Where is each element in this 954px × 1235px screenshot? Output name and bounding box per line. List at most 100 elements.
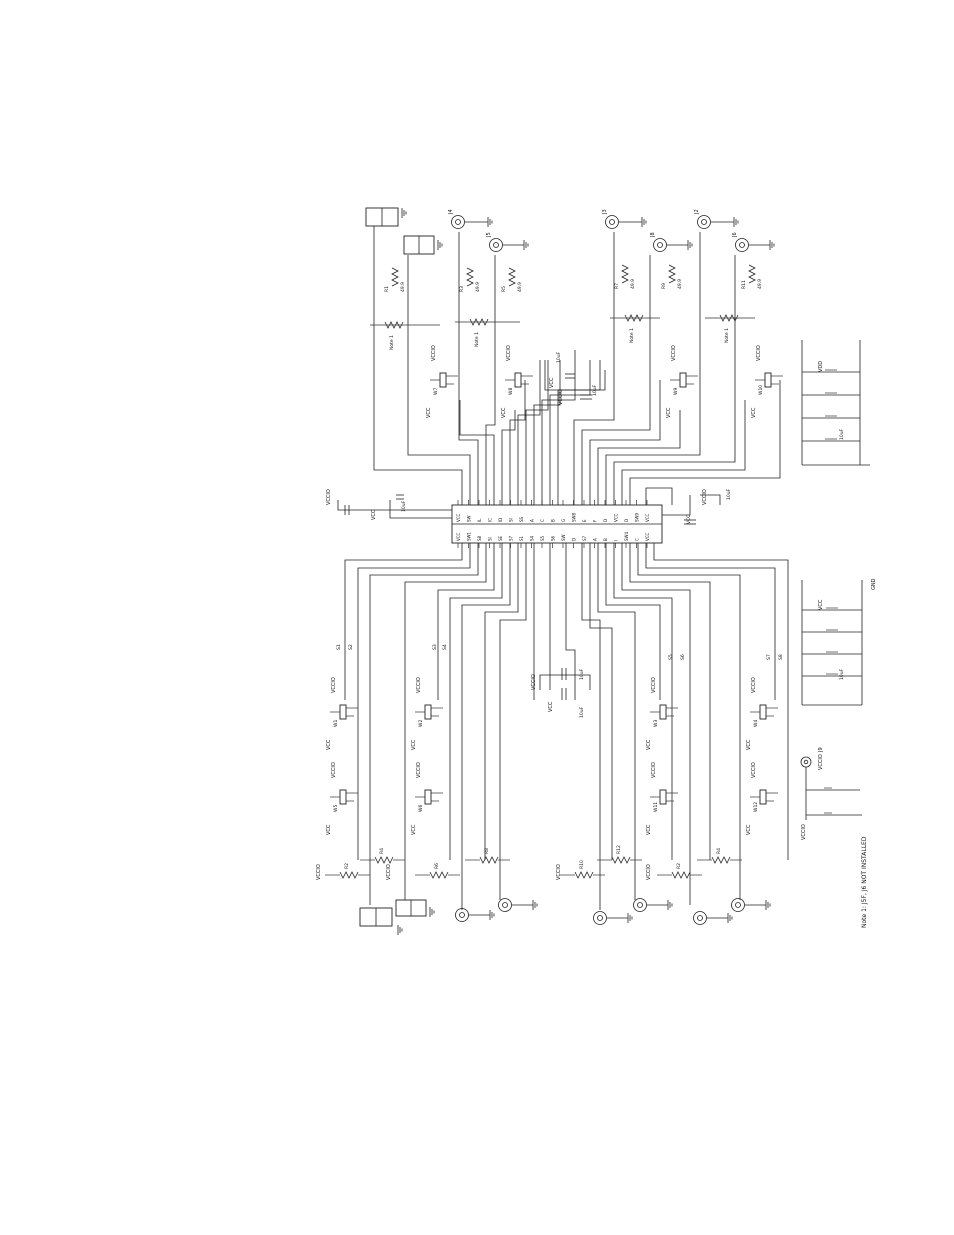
- main-ic-chip: [451, 504, 663, 544]
- note-label: Note 1: [474, 332, 480, 347]
- vccio-label: VCCIO: [316, 864, 322, 880]
- coax-ref: J4: [448, 209, 454, 215]
- resistor-zigzag-h: [624, 314, 644, 322]
- vccio-label-2: VCCIO: [702, 489, 708, 505]
- ground-symbol: [667, 900, 673, 910]
- signal-label: S7: [766, 654, 772, 660]
- chip-pin-label-top: SW8: [572, 513, 577, 522]
- regulator-out: VCCIO: [331, 677, 337, 693]
- resistor-zigzag-h: [719, 314, 739, 322]
- resistor-zigzag: [508, 267, 516, 287]
- coax-inner: [735, 902, 741, 908]
- chip-pin-label-bottom: A: [593, 538, 598, 541]
- chip-pin-label-top: F: [593, 519, 598, 522]
- center-bottom-caps: VCCIO VCC 10uF 10uF: [531, 668, 591, 718]
- regulator-ref: W1: [333, 720, 339, 727]
- vccio-label: VCCIO: [386, 864, 392, 880]
- regulator-ref: W5: [333, 805, 339, 812]
- resistor-ref: R4: [716, 848, 722, 854]
- chip-pin-label-top: B: [551, 519, 556, 522]
- resistor-ref: R3: [459, 286, 465, 292]
- ground-symbol: [769, 240, 775, 250]
- vccio-label: VCCIO: [646, 864, 652, 880]
- regulator-ref: W3: [653, 720, 659, 727]
- resistor-ref: R2: [676, 863, 682, 869]
- regulator-in: VCC: [751, 407, 757, 418]
- power-jack-vccio: VCCIO: [801, 824, 807, 840]
- regulator-out: VCCIO: [751, 762, 757, 778]
- resistor-value: 49.9: [630, 279, 636, 289]
- resistor-zigzag-h: [574, 871, 594, 879]
- regulator-out: VCCIO: [416, 677, 422, 693]
- chip-pin-label-top: SW: [467, 515, 472, 522]
- resistor-zigzag-h: [429, 871, 449, 879]
- regulator-ref: W9: [673, 388, 679, 395]
- coax-outer: [731, 898, 745, 912]
- coax-outer: [735, 238, 749, 252]
- chip-pin-label-bottom: SE: [498, 535, 503, 541]
- resistor-value: 49.9: [475, 282, 481, 292]
- resistor-ref: R2: [344, 863, 350, 869]
- gnd-rail-label: GND: [871, 578, 877, 590]
- regulator-ref: W8: [508, 388, 514, 395]
- resistor-value: 49.9: [677, 279, 683, 289]
- resistor-ref: R10: [579, 860, 585, 869]
- resistor-zigzag: [466, 267, 474, 287]
- coax-outer: [693, 911, 707, 925]
- chip-pin-label-top: SS: [519, 516, 524, 522]
- chip-pin-label-bottom: S7: [582, 535, 587, 541]
- regulator-out: VCCIO: [651, 677, 657, 693]
- chip-pin-label-top: VCC: [614, 513, 619, 522]
- resistor-zigzag: [391, 267, 399, 287]
- cap-label-5: 10uF: [579, 668, 585, 680]
- regulator-ref: W10: [758, 385, 764, 395]
- resistor-ref: R8: [484, 848, 490, 854]
- regulator-in: VCC: [326, 739, 332, 750]
- chip-left-decoupling: VCCIO VCC 10uF: [326, 489, 452, 520]
- signal-label: S1: [336, 644, 342, 650]
- ground-symbol: [687, 240, 693, 250]
- coax-inner: [609, 219, 615, 225]
- cap-label-2: 10uF: [726, 488, 732, 500]
- resistor-ref: R9: [661, 283, 667, 289]
- vdd-label: VDD: [818, 361, 824, 372]
- regulator-ref: W12: [753, 802, 759, 812]
- coax-inner: [657, 242, 663, 248]
- power-jack-label: VCCIO: [818, 754, 824, 770]
- ground-symbol: [765, 900, 771, 910]
- chip-pin-label-bottom: B: [603, 538, 608, 541]
- regulator-ref: W7: [433, 388, 439, 395]
- regulator-ref: W2: [418, 720, 424, 727]
- chip-right-decoupling: VCCIO 10uF VCC: [662, 488, 732, 525]
- resistor-ref: R6: [434, 863, 440, 869]
- chip-pin-label-bottom: S4: [530, 535, 535, 541]
- vcc-label-2: VCC: [686, 515, 692, 524]
- coax-inner: [459, 912, 465, 918]
- coax-ref: J2: [694, 209, 700, 215]
- footer-note: Note 1: J5F, J6 NOT INSTALLED: [861, 836, 868, 928]
- ground-symbol: [397, 925, 403, 935]
- coax-outer: [653, 238, 667, 252]
- vccio-label-3: VCCIO: [558, 389, 564, 405]
- bottom-coax-connectors: [397, 898, 771, 935]
- coax-inner: [739, 242, 745, 248]
- vdd-power-rail: VDD 10uF: [801, 340, 870, 466]
- coax-outer: [455, 908, 469, 922]
- chip-pin-label-bottom: D: [572, 538, 577, 541]
- signal-label: S4: [442, 644, 448, 650]
- cap-label-4: 10uF: [592, 384, 598, 396]
- resistor-zigzag-h: [469, 318, 489, 326]
- vcc-label-1: VCC: [371, 509, 377, 520]
- chip-pin-label-bottom: SW1: [467, 532, 472, 541]
- resistor-value: 49.9: [400, 282, 406, 292]
- regulator-out: VCCIO: [416, 762, 422, 778]
- chip-pin-label-top: A: [530, 519, 535, 522]
- vcc-power-rail: VCC GND 10uF: [801, 578, 877, 706]
